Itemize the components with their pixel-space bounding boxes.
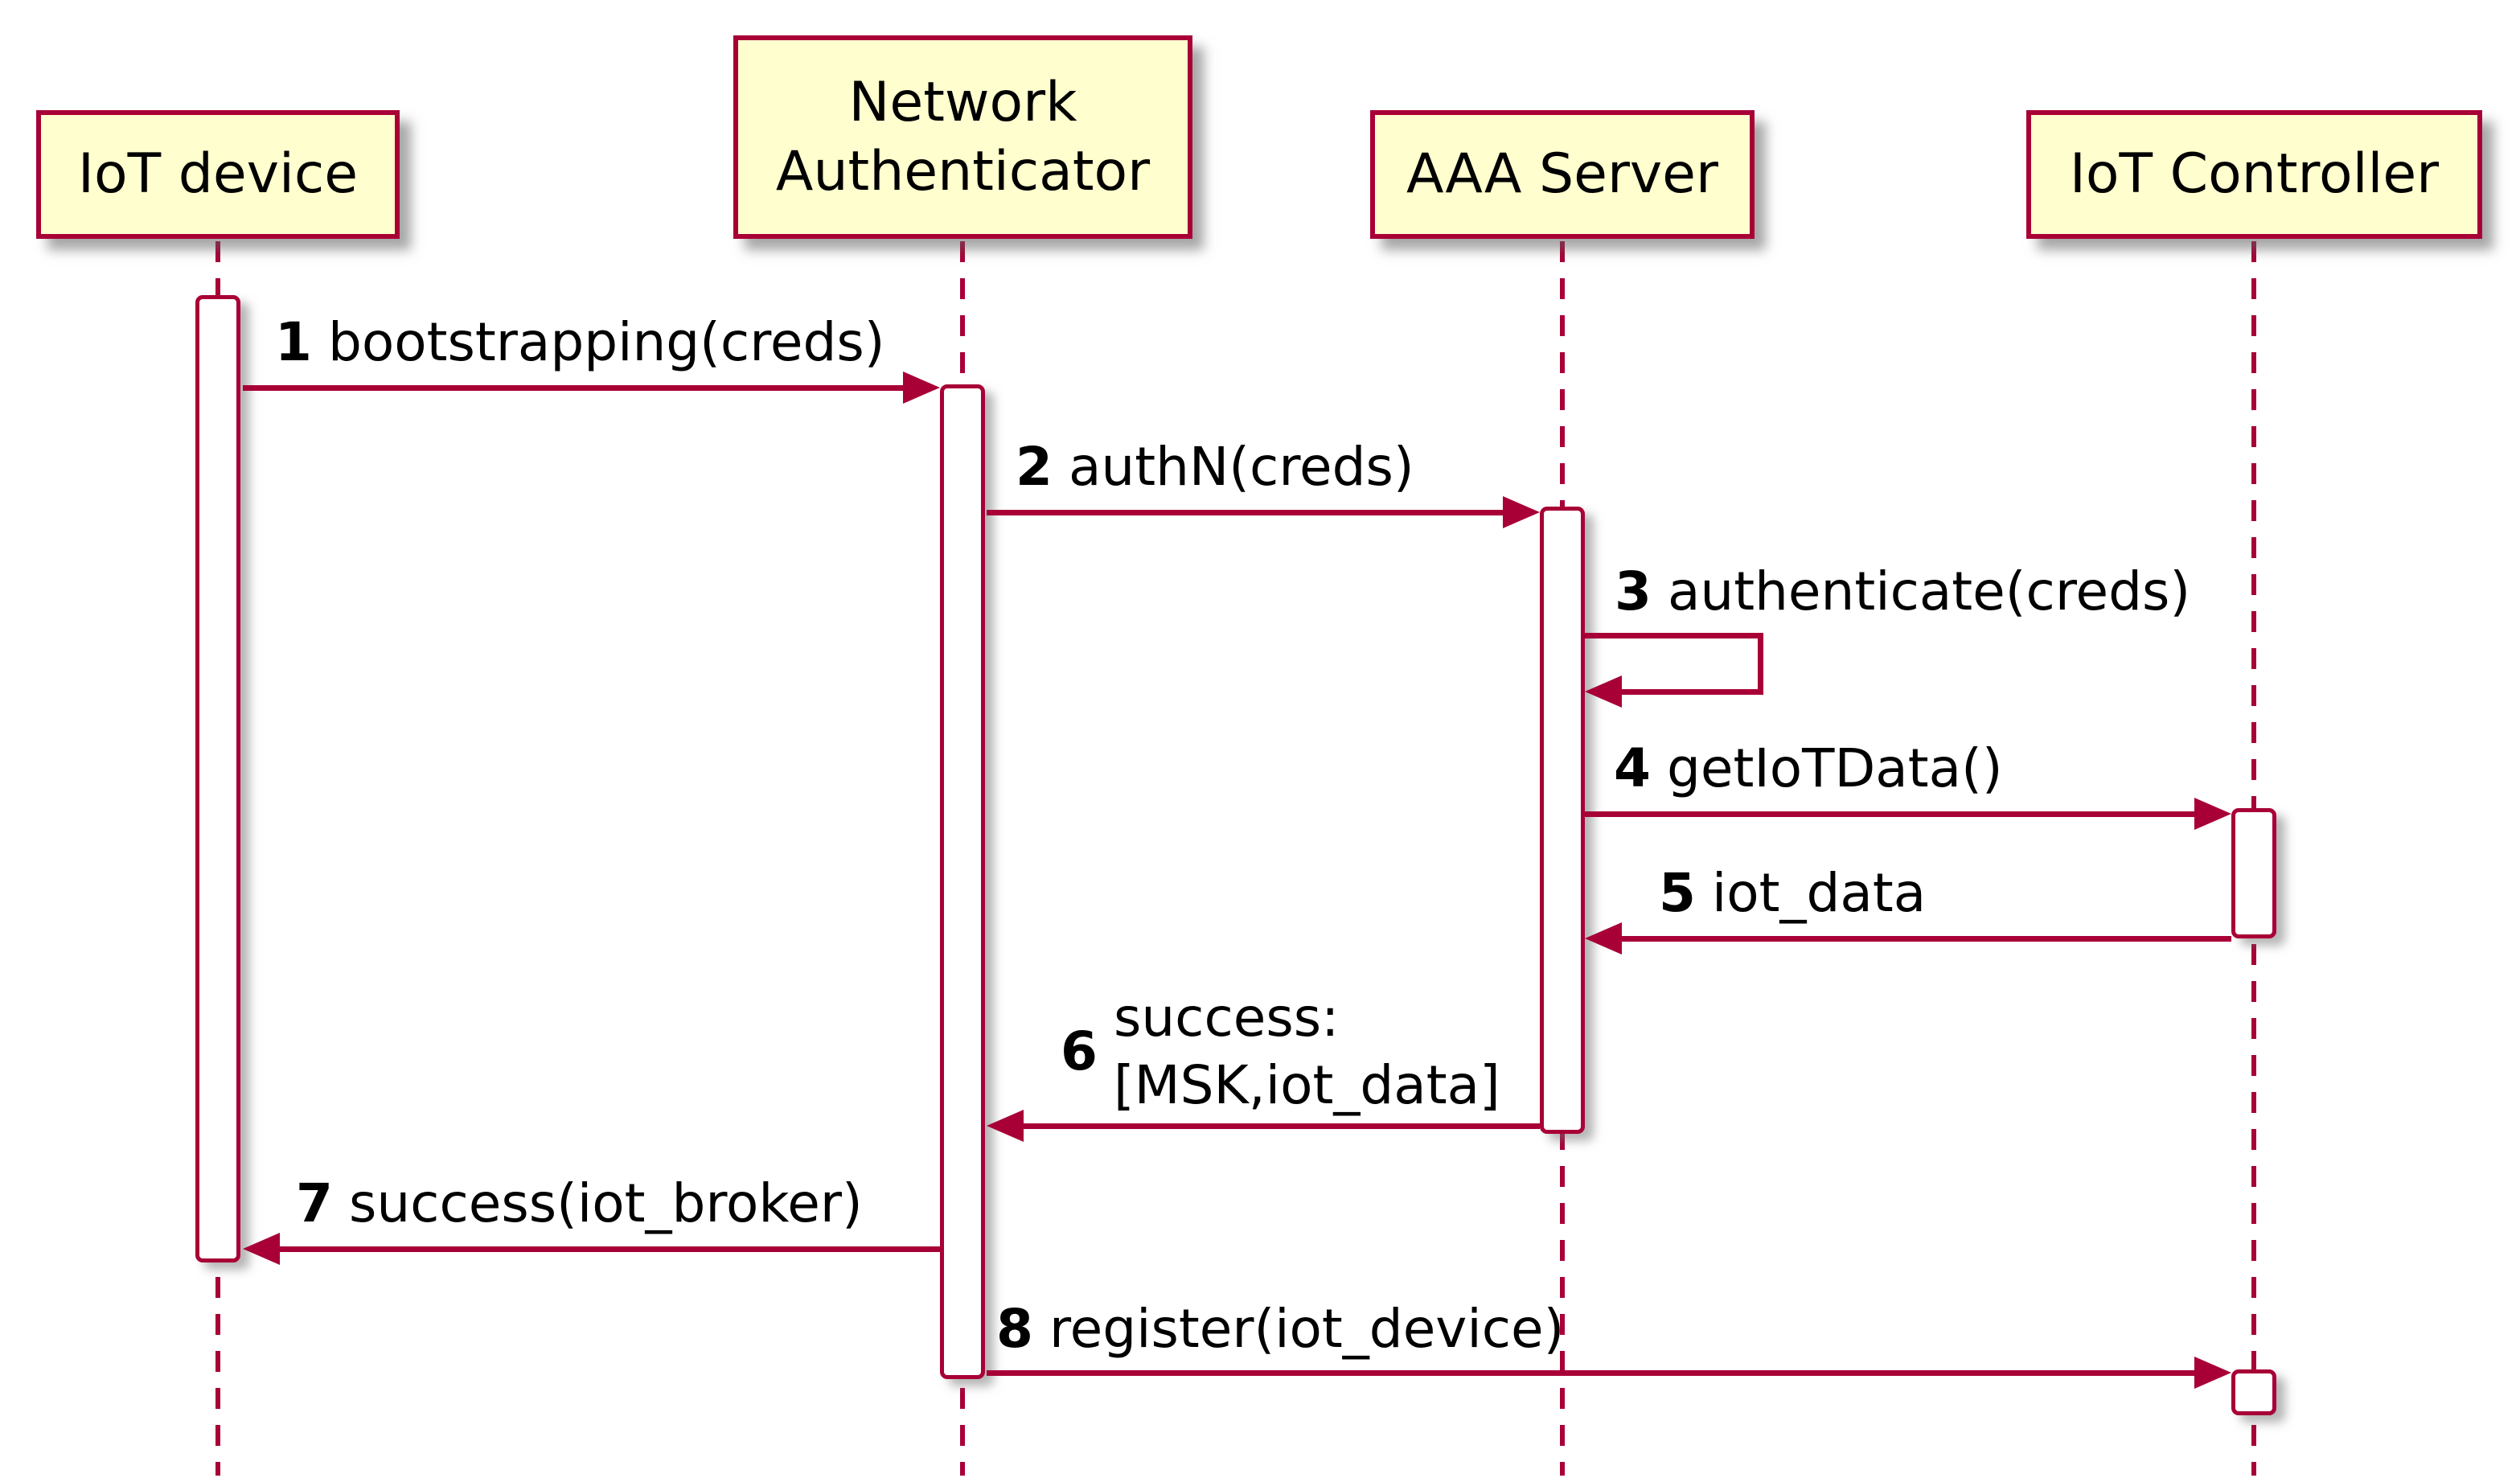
message-5-line — [1622, 936, 2231, 942]
message-3-text: authenticate(creds) — [1667, 560, 2191, 622]
message-6-label: 6 success: [MSK,iot_data] — [1061, 984, 1500, 1119]
message-7-label: 7 success(iot_broker) — [296, 1170, 863, 1238]
message-4-text: getIoTData() — [1666, 737, 2003, 799]
arrowhead-icon — [2194, 798, 2231, 830]
participant-iot-controller-label: IoT Controller — [2069, 142, 2440, 206]
activation-iot-controller-1 — [2231, 808, 2276, 938]
arrowhead-icon — [903, 372, 940, 404]
message-3-self-top-line — [1585, 633, 1763, 638]
message-5-label: 5 iot_data — [1659, 860, 1926, 927]
message-4-line — [1585, 811, 2194, 817]
message-6-text: success: [MSK,iot_data] — [1114, 984, 1500, 1119]
message-6-line — [1024, 1123, 1540, 1129]
message-1-text: bootstrapping(creds) — [327, 311, 885, 373]
message-7-text: success(iot_broker) — [348, 1172, 863, 1234]
message-6-number: 6 — [1061, 1020, 1098, 1082]
message-8-number: 8 — [996, 1298, 1033, 1360]
message-5-text: iot_data — [1711, 862, 1927, 924]
message-7-line — [280, 1246, 940, 1252]
message-2-line — [987, 510, 1503, 515]
arrowhead-icon — [1503, 496, 1540, 528]
message-2-label: 2 authN(creds) — [1016, 433, 1414, 501]
message-5-number: 5 — [1659, 862, 1696, 924]
arrowhead-icon — [1585, 922, 1622, 955]
arrowhead-icon — [1585, 675, 1622, 708]
participant-iot-device: IoT device — [36, 110, 400, 239]
message-8-line — [987, 1370, 2194, 1376]
participant-aaa-server: AAA Server — [1370, 110, 1755, 239]
message-3-self-right-line — [1758, 633, 1763, 695]
activation-iot-device — [195, 295, 240, 1262]
arrowhead-icon — [243, 1233, 280, 1265]
participant-network-authenticator: Network Authenticator — [733, 35, 1192, 239]
message-3-number: 3 — [1615, 560, 1652, 622]
message-6-text-line1: success: — [1113, 987, 1340, 1049]
participant-network-authenticator-label: Network Authenticator — [775, 70, 1151, 203]
message-2-number: 2 — [1016, 436, 1053, 498]
message-3-label: 3 authenticate(creds) — [1615, 558, 2190, 626]
message-7-number: 7 — [296, 1172, 333, 1234]
participant-iot-controller: IoT Controller — [2026, 110, 2482, 239]
message-4-label: 4 getIoTData() — [1614, 735, 2003, 803]
message-2-text: authN(creds) — [1068, 436, 1414, 498]
message-8-text: register(iot_device) — [1049, 1298, 1565, 1360]
message-1-label: 1 bootstrapping(creds) — [275, 309, 885, 376]
arrowhead-icon — [2194, 1357, 2231, 1389]
participant-iot-device-label: IoT device — [77, 142, 359, 206]
activation-iot-controller-2 — [2231, 1369, 2276, 1415]
activation-aaa-server — [1540, 507, 1585, 1134]
message-4-number: 4 — [1614, 737, 1651, 799]
message-8-label: 8 register(iot_device) — [996, 1295, 1564, 1363]
activation-network-authenticator — [940, 384, 985, 1379]
message-1-number: 1 — [275, 311, 312, 373]
message-1-line — [243, 385, 903, 391]
message-3-self-bottom-line — [1612, 689, 1763, 695]
arrowhead-icon — [987, 1110, 1024, 1142]
message-6-text-line2: [MSK,iot_data] — [1113, 1054, 1500, 1116]
participant-aaa-server-label: AAA Server — [1406, 142, 1718, 206]
